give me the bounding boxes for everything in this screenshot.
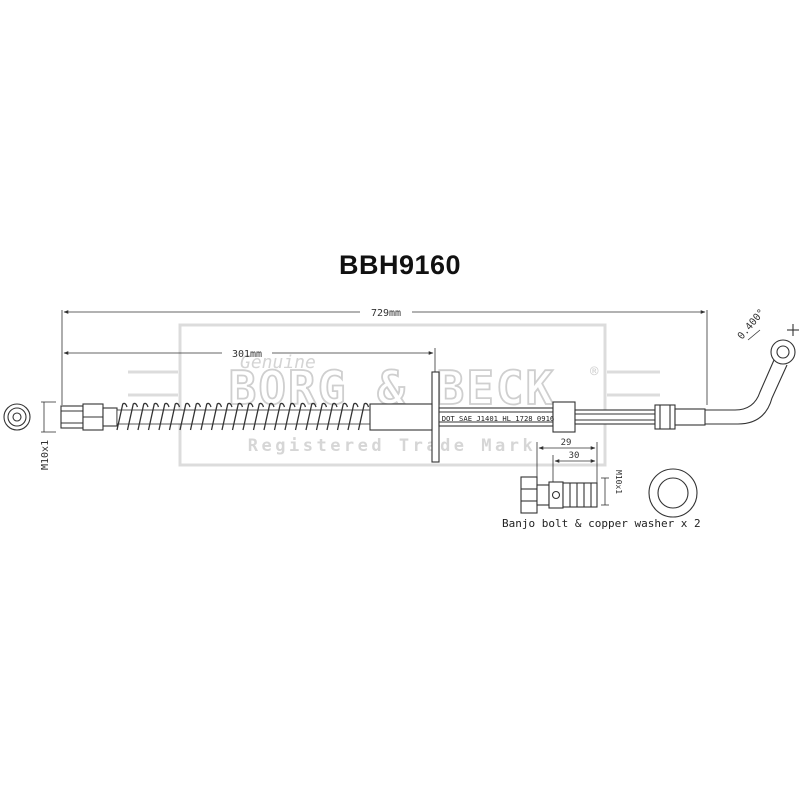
hose-body	[438, 401, 706, 433]
watermark-script: Genuine	[240, 352, 316, 373]
copper-washer	[648, 468, 698, 518]
spring-armour	[116, 402, 373, 431]
coil-turn	[273, 402, 286, 431]
banjo-bolt-dimensions	[536, 442, 609, 506]
coil-turn	[210, 402, 223, 431]
watermark-registered: ®	[590, 364, 599, 380]
coil-turn	[231, 402, 244, 431]
coil-turn	[305, 402, 317, 431]
coil-turn	[179, 402, 191, 431]
left-end-fitting	[60, 403, 118, 431]
coil-turn	[126, 402, 139, 431]
coil-turn	[263, 402, 275, 431]
parts-note: Banjo bolt & copper washer x 2	[502, 517, 701, 530]
coil-turn	[221, 402, 233, 431]
coil-turn	[252, 402, 265, 431]
hose-marking: DOT SAE J1401 HL 1728 0916	[442, 414, 555, 423]
overall-length-label: 729mm	[371, 308, 401, 319]
end-view-fitting	[3, 403, 31, 431]
coil-turn	[347, 402, 359, 431]
coil-turn	[242, 402, 254, 431]
coil-turn	[315, 402, 328, 431]
watermark: Genuine BORG & BECK ® Registered Trade M…	[128, 323, 660, 467]
coil-turn	[336, 402, 349, 431]
thread-size-dimension	[41, 401, 56, 433]
part-number-title: BBH9160	[338, 250, 462, 280]
coil-turn	[326, 402, 338, 431]
angle-dimension	[747, 329, 761, 341]
coil-turn	[137, 402, 149, 431]
bolt-length-b: 30	[569, 451, 580, 461]
banjo-end-pipe	[705, 324, 799, 425]
coil-turn	[189, 402, 202, 431]
coil-turn	[168, 402, 181, 431]
thread-size-label: M10x1	[40, 440, 51, 470]
coil-turn	[284, 402, 296, 431]
coil-turn	[158, 402, 170, 431]
watermark-tagline: Registered Trade Mark	[248, 436, 536, 456]
mounting-bracket	[369, 371, 440, 463]
bolt-thread-label: M10x1	[614, 470, 623, 494]
coil-turn	[147, 402, 160, 431]
coil-turn	[294, 402, 307, 431]
coil-turn	[116, 402, 128, 431]
banjo-bolt	[520, 476, 598, 514]
bolt-length-a: 29	[561, 438, 572, 448]
coil-turn	[357, 402, 370, 431]
coil-turn	[200, 402, 212, 431]
bracket-length-label: 301mm	[232, 349, 262, 360]
overall-length-dimension	[61, 310, 708, 405]
